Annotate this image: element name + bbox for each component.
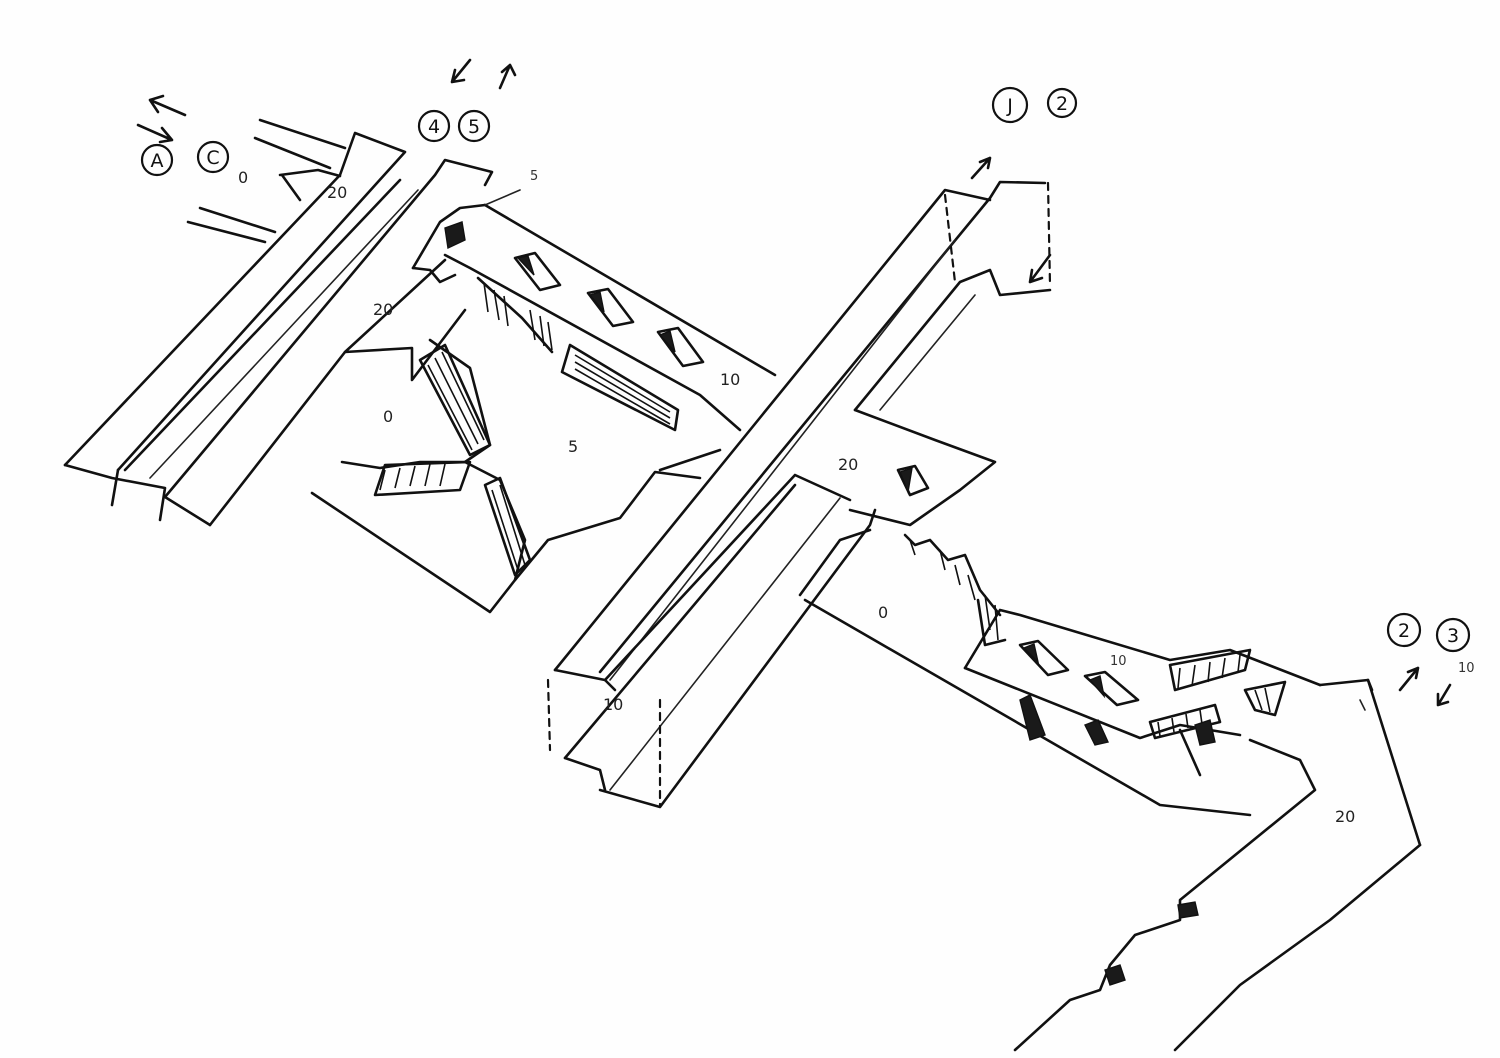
elevation-label: 20 [1335, 807, 1355, 826]
svg-text:A: A [151, 150, 164, 172]
elevation-label: 0 [878, 603, 888, 622]
svg-text:2: 2 [1398, 620, 1410, 642]
elevation-label: 20 [373, 300, 393, 319]
flow-arrows [136, 58, 1452, 707]
elevation-labels: 0 20 20 0 5 5 10 20 10 0 10 10 20 [238, 168, 1475, 826]
station-5: 5 [457, 109, 491, 143]
elevation-label: 20 [327, 183, 347, 202]
station-4: 4 [417, 109, 451, 143]
svg-text:4: 4 [428, 116, 440, 138]
svg-text:5: 5 [468, 116, 480, 138]
station-c: C [196, 140, 230, 174]
arrow-icon [148, 94, 187, 117]
elevation-label: 5 [530, 169, 538, 184]
upper-bridge [411, 189, 777, 432]
arrow-icon [1398, 666, 1420, 692]
elevation-label: 5 [568, 437, 578, 456]
station-3: 3 [1435, 617, 1471, 653]
station-a: A [140, 143, 174, 177]
left-plaza-stairs [373, 343, 532, 577]
arrow-icon [1028, 253, 1052, 284]
lower-bridge [798, 528, 1322, 817]
left-corridor [63, 131, 494, 527]
left-lower-plaza [310, 338, 722, 614]
station-2-top: 2 [1046, 87, 1078, 119]
arrow-icon [450, 58, 472, 84]
svg-text:J: J [1006, 95, 1013, 117]
right-concourse [1013, 678, 1422, 1052]
arrow-icon [498, 63, 517, 90]
left-tracks [186, 118, 347, 244]
arrow-icon [1436, 683, 1452, 707]
elevation-label: 10 [1110, 654, 1127, 669]
center-cross-arm [848, 268, 1052, 527]
elevation-label: 10 [1458, 661, 1475, 676]
lower-bridge-stairs [903, 533, 1287, 746]
station-j: J [991, 86, 1029, 124]
center-cross [546, 180, 1052, 809]
elevation-label: 0 [238, 168, 248, 187]
svg-text:C: C [206, 147, 219, 169]
svg-text:2: 2 [1056, 93, 1068, 115]
arrow-icon [970, 156, 992, 180]
elevation-label: 10 [603, 695, 623, 714]
elevation-label: 20 [838, 455, 858, 474]
elevation-label: 0 [383, 407, 393, 426]
station-2-right: 2 [1386, 612, 1422, 648]
upper-bridge-stairs [444, 221, 680, 432]
svg-text:3: 3 [1447, 625, 1459, 647]
upper-bridge-openings [513, 251, 705, 368]
station-markers: A C 4 5 J 2 2 3 [140, 86, 1471, 653]
elevation-label: 10 [720, 370, 740, 389]
arrow-icon [136, 123, 174, 144]
